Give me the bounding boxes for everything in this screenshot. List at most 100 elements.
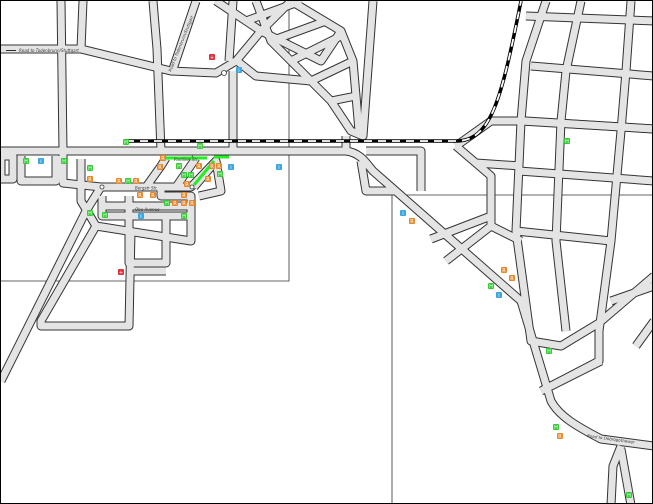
red-poi-marker[interactable]: + — [209, 54, 215, 61]
poi-glyph-icon: H — [24, 159, 28, 165]
green-poi-marker[interactable]: H — [546, 348, 552, 355]
poi-glyph-icon: R — [161, 156, 165, 162]
label-street-2: Bergstr Str. — [135, 186, 158, 191]
green-poi-marker[interactable]: H — [164, 200, 170, 207]
green-poi-marker[interactable]: H — [564, 138, 570, 145]
green-poi-marker[interactable]: H — [125, 178, 131, 185]
label-road-north: Road to Todenbrunn/Stuttgart — [167, 15, 194, 73]
orange-poi-marker[interactable]: R — [209, 163, 215, 170]
blue-poi-marker[interactable]: i — [236, 67, 242, 74]
poi-glyph-icon: R — [138, 193, 142, 199]
road-segment — [475, 159, 522, 170]
poi-glyph-icon: R — [158, 165, 162, 171]
poi-glyph-icon: R — [210, 164, 214, 170]
green-poi-marker[interactable]: H — [87, 165, 93, 172]
road-segment — [77, 159, 100, 228]
poi-glyph-icon: H — [62, 159, 66, 165]
poi-glyph-icon: H — [547, 349, 551, 355]
orange-poi-marker[interactable]: R — [157, 164, 163, 171]
orange-poi-marker[interactable]: R — [205, 176, 211, 183]
orange-poi-marker[interactable]: R — [181, 200, 187, 207]
green-poi-marker[interactable]: H — [102, 212, 108, 219]
green-poi-marker[interactable]: H — [123, 139, 129, 146]
poi-glyph-icon: H — [88, 166, 92, 172]
green-poi-marker[interactable]: H — [217, 171, 223, 178]
road-segment — [1, 1, 294, 77]
poi-glyph-icon: H — [489, 284, 493, 290]
orange-poi-marker[interactable]: R — [150, 192, 156, 199]
label-street-3: Obe Avenue — [135, 207, 160, 212]
orange-poi-marker[interactable]: R — [160, 155, 166, 162]
orange-poi-marker[interactable]: R — [172, 200, 178, 207]
road-segment — [330, 92, 357, 105]
orange-poi-marker[interactable]: R — [137, 192, 143, 199]
road-segment — [429, 212, 493, 243]
orange-poi-marker[interactable]: R — [409, 218, 415, 225]
poi-glyph-icon: i — [402, 211, 403, 217]
road-segment — [244, 1, 303, 25]
poi-glyph-icon: R — [185, 182, 189, 188]
green-poi-marker[interactable]: H — [61, 158, 67, 165]
road-segment — [633, 318, 652, 349]
road-segment — [169, 1, 200, 71]
green-poi-marker[interactable]: H — [176, 163, 182, 170]
poi-glyph-icon: i — [498, 293, 499, 299]
poi-glyph-icon: H — [554, 425, 558, 431]
poi-glyph-icon: R — [510, 276, 514, 282]
orange-poi-marker[interactable]: R — [509, 275, 515, 282]
blue-poi-marker[interactable]: i — [276, 164, 282, 171]
orange-poi-marker[interactable]: R — [501, 267, 507, 274]
blue-poi-marker[interactable]: i — [400, 210, 406, 217]
poi-glyph-icon: H — [88, 211, 92, 217]
green-poi-marker[interactable]: H — [23, 158, 29, 165]
red-poi-marker[interactable]: + — [118, 269, 124, 276]
poi-glyph-icon: i — [140, 214, 141, 220]
poi-glyph-icon: i — [230, 165, 231, 171]
green-poi-marker[interactable]: H — [626, 492, 632, 499]
green-poi-marker[interactable]: H — [197, 143, 203, 150]
orange-poi-marker[interactable]: R — [189, 200, 195, 207]
green-poi-marker[interactable]: H — [488, 283, 494, 290]
road-segment — [596, 273, 652, 326]
blue-poi-marker[interactable]: i — [496, 292, 502, 299]
orange-poi-marker[interactable]: R — [196, 163, 202, 170]
poi-glyph-icon: R — [182, 201, 186, 207]
orange-poi-marker[interactable]: R — [184, 181, 190, 188]
orange-poi-marker[interactable]: R — [216, 163, 222, 170]
poi-glyph-icon: R — [410, 219, 414, 225]
orange-poi-marker[interactable]: R — [133, 178, 139, 185]
poi-glyph-icon: R — [151, 193, 155, 199]
poi-glyph-icon: H — [124, 140, 128, 146]
orange-poi-marker[interactable]: R — [87, 176, 93, 183]
poi-glyph-icon: R — [134, 179, 138, 185]
label-road-east: Road to Dobrogothwaer — [587, 433, 635, 445]
poi-glyph-icon: R — [197, 164, 201, 170]
boundary-west — [1, 1, 290, 282]
blue-poi-marker[interactable]: i — [38, 158, 44, 165]
blue-poi-marker[interactable]: i — [228, 164, 234, 171]
orange-poi-marker[interactable]: R — [181, 192, 187, 199]
road-segment — [37, 224, 135, 330]
road-segment — [17, 156, 60, 185]
poi-glyph-icon: R — [206, 177, 210, 183]
blue-poi-marker[interactable]: i — [138, 213, 144, 220]
orange-poi-marker[interactable]: R — [116, 178, 122, 185]
poi-glyph-icon: i — [278, 165, 279, 171]
green-poi-marker[interactable]: H — [188, 172, 194, 179]
green-poi-marker[interactable]: H — [87, 210, 93, 217]
green-poi-marker[interactable]: H — [553, 424, 559, 431]
road-segment — [57, 1, 67, 152]
road-segment — [443, 223, 494, 264]
green-poi-marker[interactable]: H — [181, 213, 187, 220]
road-segment — [453, 143, 523, 245]
orange-poi-marker[interactable]: R — [557, 433, 563, 440]
poi-glyph-icon: + — [119, 270, 123, 276]
green-poi-marker[interactable]: H — [181, 172, 187, 179]
road-segment — [269, 17, 328, 45]
poi-glyph-icon: H — [182, 173, 186, 179]
poi-glyph-icon: i — [238, 68, 239, 74]
poi-glyph-icon: R — [117, 179, 121, 185]
